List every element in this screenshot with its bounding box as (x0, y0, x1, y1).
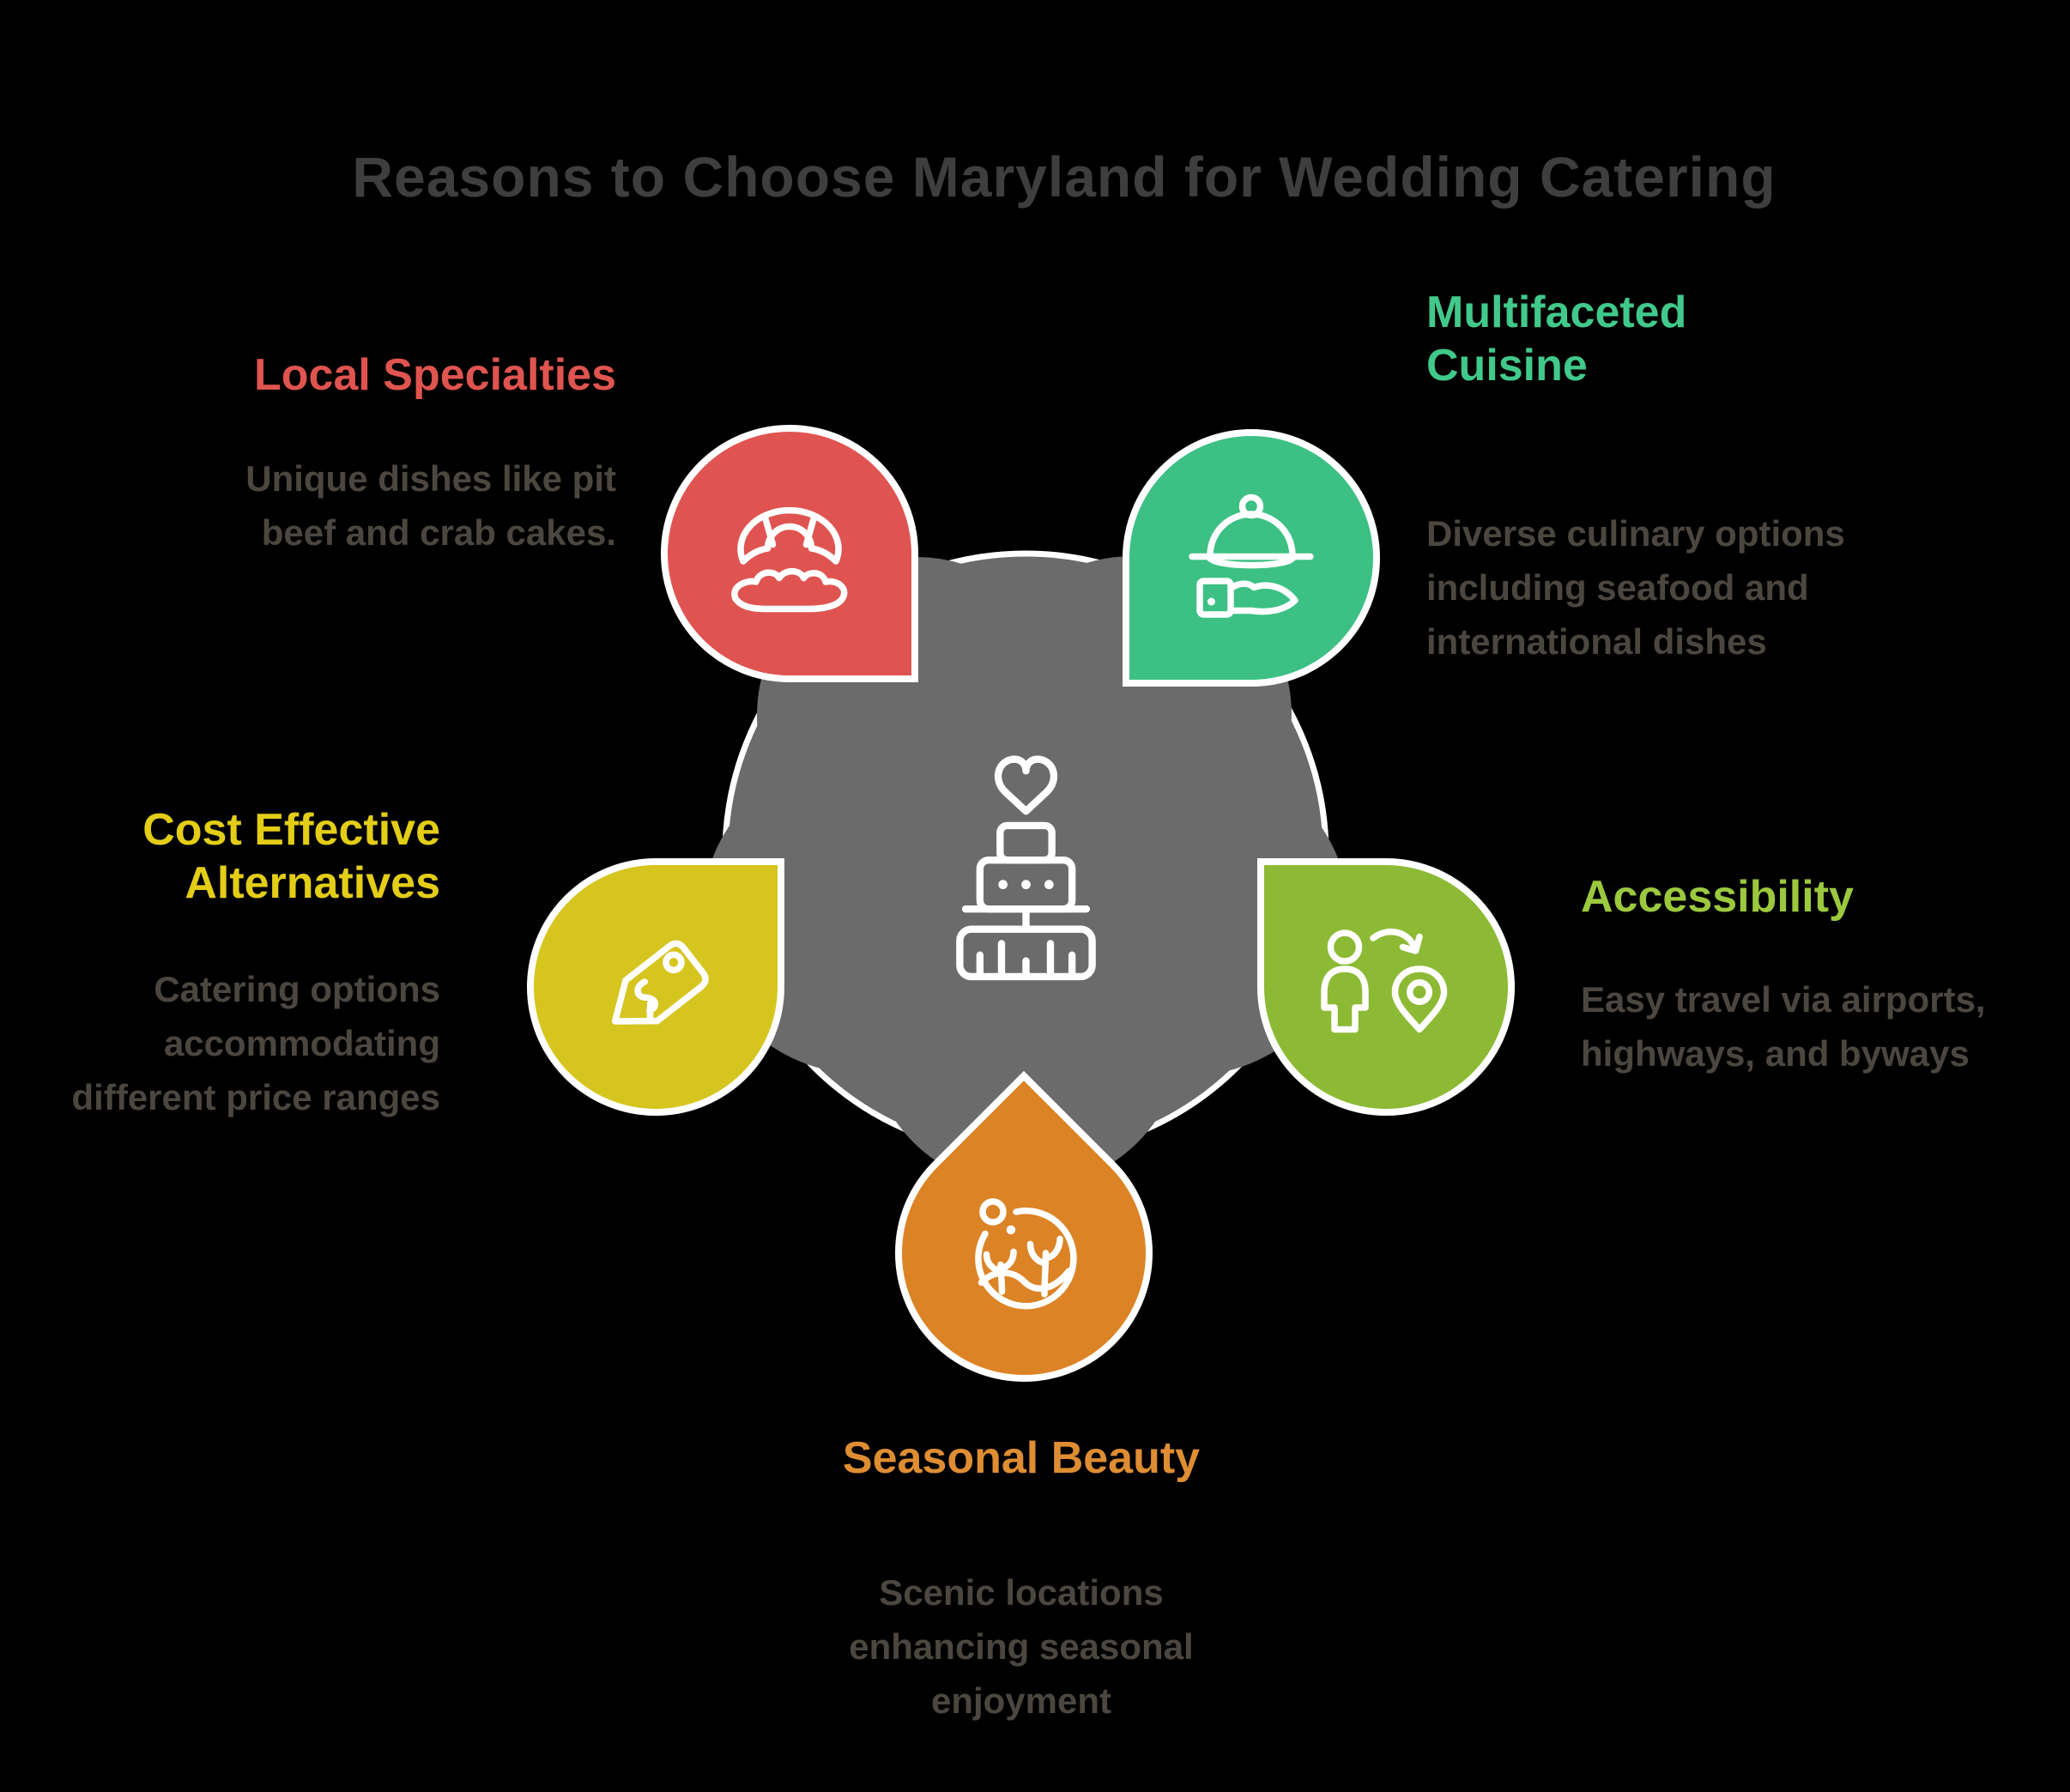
price-tag-icon (534, 865, 778, 1109)
heading-accessibility: Accessibility (1581, 872, 1854, 922)
text-block-seasonal-beauty: Seasonal Beauty Scenic locations enhanci… (832, 1432, 1210, 1728)
croissant-bread-icon (668, 432, 911, 675)
person-location-pin-icon (1264, 865, 1508, 1109)
wedding-cake-heart-icon (956, 755, 1096, 981)
heading-seasonal-beauty: Seasonal Beauty (842, 1433, 1201, 1483)
heading-multifaceted-cuisine: Multifaceted Cuisine (1426, 288, 1687, 391)
node-pin-accessibility (1257, 858, 1515, 1116)
node-pin-local-specialties (661, 425, 918, 682)
node-pin-multifaceted-cuisine (1123, 429, 1380, 687)
node-pin-cost-effective (527, 858, 784, 1116)
heading-local-specialties: Local Specialties (254, 350, 616, 400)
page-title: Reasons to Choose Maryland for Wedding C… (352, 145, 1776, 209)
blob-bump-bottom (867, 871, 1184, 1189)
node-pin-seasonal-beauty (841, 1070, 1207, 1436)
scenic-landscape-icon (902, 1131, 1146, 1375)
text-block-local-specialties: Local Specialties Unique dishes like pit… (204, 348, 616, 560)
body-local-specialties: Unique dishes like pit beef and crab cak… (245, 458, 616, 554)
text-block-accessibility: Accessibility Easy travel via airports, … (1581, 870, 2044, 1081)
body-multifaceted-cuisine: Diverse culinary options including seafo… (1426, 512, 1845, 662)
body-cost-effective: Catering options accommodating different… (71, 968, 440, 1117)
text-block-multifaceted-cuisine: Multifaceted Cuisine Diverse culinary op… (1426, 286, 1873, 669)
body-accessibility: Easy travel via airports, highways, and … (1581, 979, 1986, 1075)
text-block-cost-effective: Cost Effective Alternatives Catering opt… (37, 803, 440, 1124)
heading-cost-effective: Cost Effective Alternatives (142, 805, 440, 909)
serving-cloche-hand-icon (1129, 436, 1373, 680)
body-seasonal-beauty: Scenic locations enhancing seasonal enjo… (849, 1572, 1194, 1722)
